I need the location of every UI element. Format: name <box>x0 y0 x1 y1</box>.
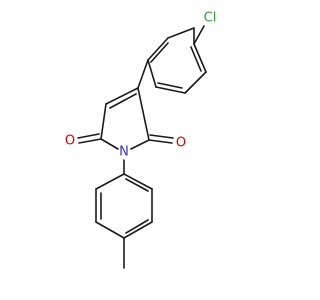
structure-canvas: Cl O O N <box>65 11 217 269</box>
carbonyl-bond <box>78 138 102 144</box>
bond <box>193 25 205 45</box>
carbonyl-bond <box>148 139 173 144</box>
bond <box>123 173 153 190</box>
bond <box>147 37 169 61</box>
bond <box>137 87 150 141</box>
double-bond-inner <box>190 46 202 72</box>
double-bond-inner <box>109 93 137 109</box>
chlorophenyl-ring <box>147 27 207 94</box>
bond <box>95 173 125 190</box>
oxygen-left-label: O <box>65 134 75 149</box>
maleimide-ring <box>100 87 150 150</box>
bond <box>155 86 186 94</box>
molecule-structure: Cl O O N <box>65 11 217 269</box>
bond <box>95 221 125 239</box>
double-bond-inner <box>157 82 183 89</box>
bond <box>193 43 207 73</box>
bond <box>137 59 149 89</box>
bond <box>100 103 107 140</box>
carbonyl-bond <box>149 134 174 139</box>
double-bond-inner <box>125 178 149 192</box>
bond <box>147 59 157 88</box>
double-bond-inner <box>150 42 169 63</box>
oxygen-right-label: O <box>176 136 186 151</box>
chlorine-label: Cl <box>204 11 217 26</box>
double-bond-inner <box>125 219 149 234</box>
tolyl-ring <box>95 173 153 239</box>
bond <box>184 71 207 94</box>
bond <box>105 87 139 105</box>
bond <box>100 138 119 150</box>
nitrogen-label: N <box>119 145 129 160</box>
bond <box>123 221 153 239</box>
carbonyl-bond <box>77 133 100 139</box>
bond <box>167 27 195 39</box>
bond <box>130 139 150 150</box>
